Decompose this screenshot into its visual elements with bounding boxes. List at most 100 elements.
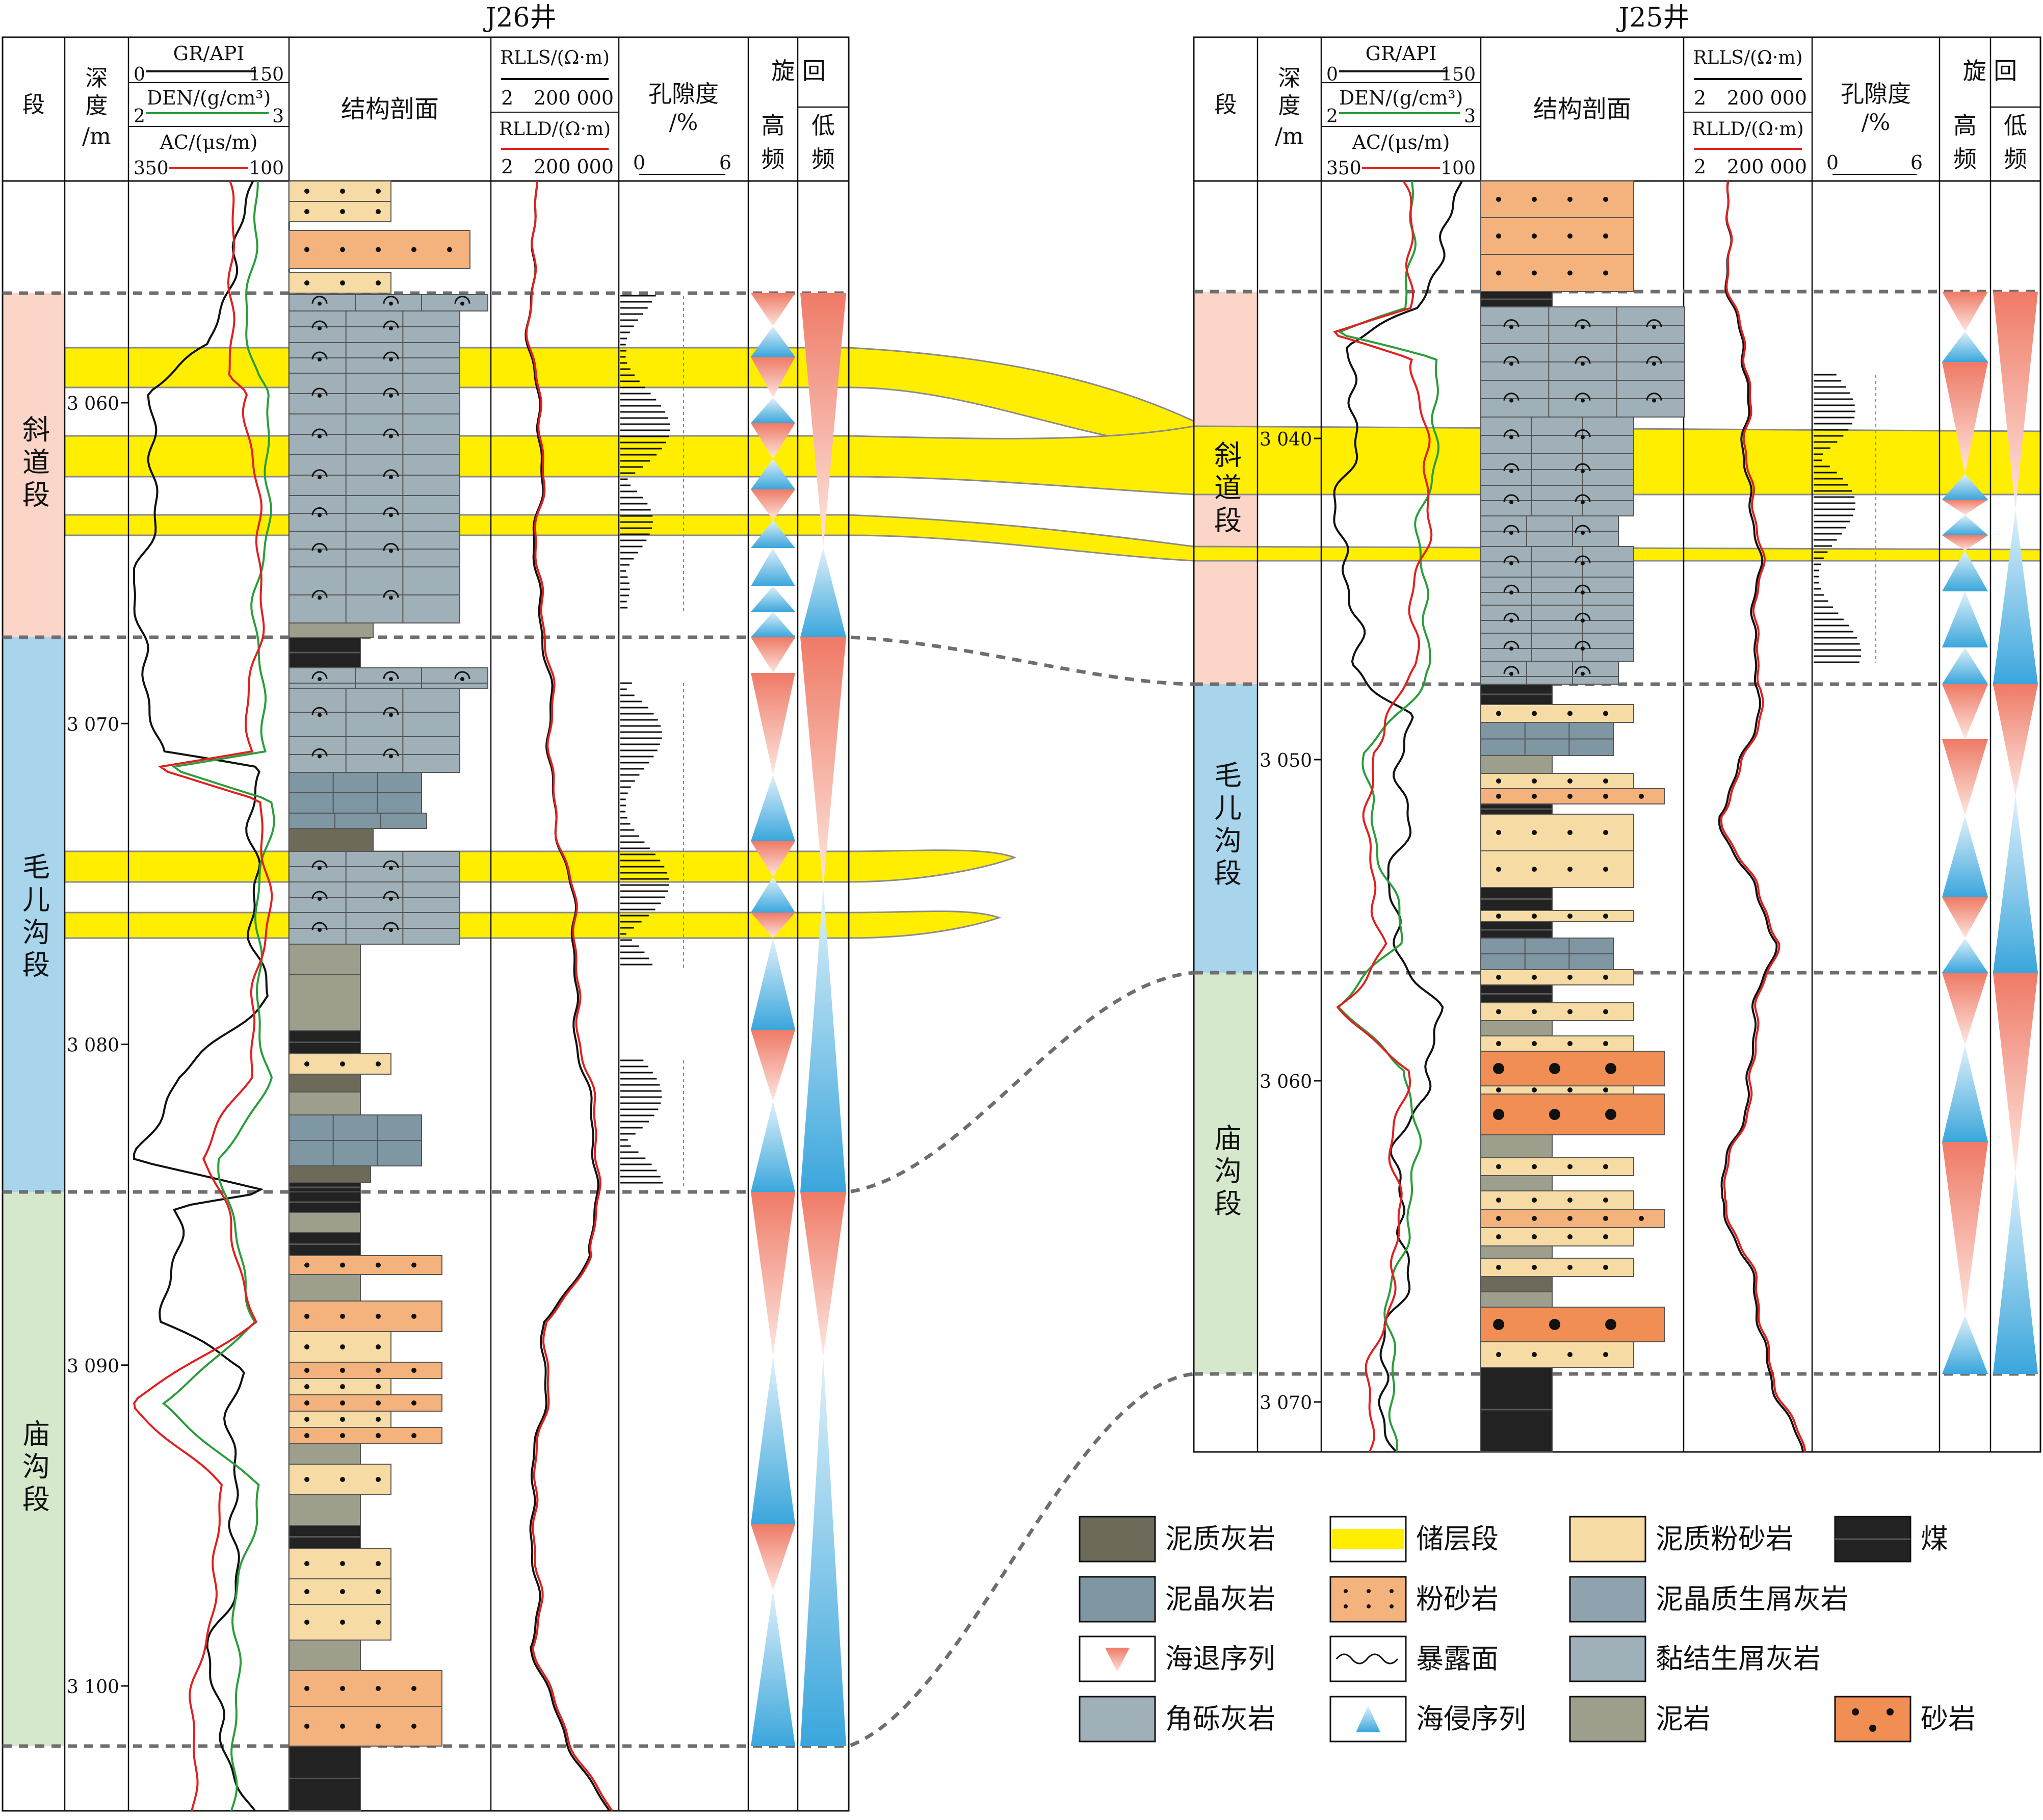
lith-bio-dot — [389, 326, 393, 331]
lith-msilt — [1480, 850, 1634, 888]
lith-dot — [376, 1384, 381, 1389]
lith-dot — [1605, 1319, 1616, 1330]
lith-dot — [1567, 1041, 1573, 1046]
lith-bio-arc — [1575, 666, 1591, 674]
legend-swatch — [1569, 1516, 1646, 1563]
cycle-high-j26 — [751, 637, 795, 673]
lith-dot — [376, 247, 381, 252]
legend-swatch — [1079, 1516, 1156, 1563]
lith-dot — [1603, 914, 1608, 919]
lith-msilt — [1480, 1085, 1634, 1095]
j25-den-min: 2 — [1326, 106, 1338, 127]
cycle-high-j26 — [751, 775, 795, 841]
lith-bio-arc — [1646, 356, 1662, 364]
lith-dot — [1532, 270, 1537, 276]
lith-dot — [1496, 711, 1501, 716]
lith-dot — [1532, 233, 1537, 239]
lith-bio-dot — [318, 357, 322, 361]
lith-dot — [1603, 1009, 1608, 1015]
lith-bio-arc — [1575, 319, 1591, 327]
lith-pattern — [1481, 343, 1685, 380]
lith-mud — [289, 974, 361, 1031]
lith-bio-dot — [1581, 646, 1585, 651]
lith-pattern — [1496, 1234, 1608, 1239]
cycle-low-j26 — [800, 887, 846, 1192]
lith-dot — [1532, 711, 1537, 716]
lith-bio-dot — [1652, 398, 1656, 403]
lith-dot — [376, 1061, 381, 1067]
lith-bio-arc — [1503, 640, 1520, 649]
cycle-low-j25 — [1993, 1173, 2038, 1374]
lith-bio-arc — [1575, 555, 1591, 564]
cycle-high-j25 — [1942, 647, 1988, 684]
j26-header-cycle: 旋 回 — [771, 57, 826, 85]
lith-bio-dot — [318, 677, 322, 681]
lith-pattern — [304, 1314, 416, 1319]
lith-bio-dot — [389, 677, 393, 681]
legend-swatch — [1079, 1696, 1156, 1743]
lith-dot — [340, 247, 345, 252]
boundary-xiedao-base — [3, 635, 1194, 686]
lith-bio-arc — [311, 922, 328, 930]
lith-dot — [376, 280, 381, 285]
lith-dot — [340, 1477, 345, 1482]
lith-dot — [304, 1620, 309, 1625]
lith-dot — [1605, 1109, 1616, 1120]
lith-dot — [304, 280, 309, 285]
lith-dot — [1567, 1164, 1573, 1169]
cycle-low-j26 — [800, 293, 846, 548]
lith-bio-arc — [311, 296, 328, 304]
legend-swatch — [1569, 1696, 1646, 1743]
j25-ac-max: 100 — [1440, 158, 1476, 179]
lith-dot — [340, 1433, 345, 1438]
depth-tick-label: 3 060 — [67, 394, 119, 414]
lith-bio-dot — [1509, 531, 1513, 535]
lith-dot — [1567, 711, 1573, 716]
lith-dot — [1567, 830, 1573, 835]
j25-r-min: 2 — [1694, 155, 1706, 178]
lith-pattern — [1496, 914, 1608, 919]
lith-msilt — [1480, 910, 1634, 922]
lith-bio-arc — [383, 507, 399, 515]
lith-pattern — [1493, 1319, 1616, 1330]
lith-mlime — [1480, 1276, 1553, 1292]
lith-bio-arc — [311, 748, 328, 757]
cycle-high-j25 — [1942, 816, 1988, 897]
j26-por-min: 0 — [633, 151, 645, 174]
legend-label: 泥岩 — [1656, 1703, 1711, 1735]
lith-pattern — [304, 1368, 416, 1373]
lith-silt — [289, 1301, 442, 1332]
legend-dot — [1344, 1604, 1348, 1608]
legend-label: 泥晶灰岩 — [1165, 1583, 1275, 1615]
lith-bio-dot — [318, 866, 322, 870]
lith-dot — [1567, 975, 1573, 980]
cycle-low-j26 — [800, 1192, 846, 1356]
lith-bio-dot — [389, 754, 393, 759]
lith-bio-arc — [1503, 584, 1520, 593]
legend-dot — [1390, 1589, 1394, 1593]
lith-dot — [1496, 1352, 1501, 1357]
legend-dot — [1869, 1725, 1876, 1732]
j25-gr-min: 0 — [1326, 64, 1338, 85]
lith-msilt — [1480, 814, 1634, 851]
lith-mud — [1480, 755, 1553, 774]
lith-dot — [376, 209, 381, 214]
lith-bio — [1480, 605, 1634, 634]
lith-dot — [376, 1417, 381, 1422]
lith-bio — [1480, 577, 1634, 606]
lith-bio-arc — [1575, 525, 1591, 533]
lith-mud — [1480, 1020, 1553, 1036]
j25-frame — [1193, 36, 2041, 1453]
j26-r-min: 2 — [501, 87, 513, 109]
lith-dot — [1549, 1109, 1560, 1120]
cycle-high-j25 — [1942, 1315, 1988, 1374]
lith-msilt — [1480, 1002, 1634, 1021]
lith-dot — [1496, 233, 1501, 239]
lith-sand — [1480, 1307, 1665, 1342]
j26-den-min: 2 — [134, 106, 145, 127]
reservoir-band-4 — [64, 849, 1017, 883]
lith-pattern — [289, 495, 460, 531]
lith-dot — [1496, 1234, 1501, 1239]
lith-dot — [1603, 778, 1608, 784]
lith-bio-arc — [1575, 612, 1591, 621]
